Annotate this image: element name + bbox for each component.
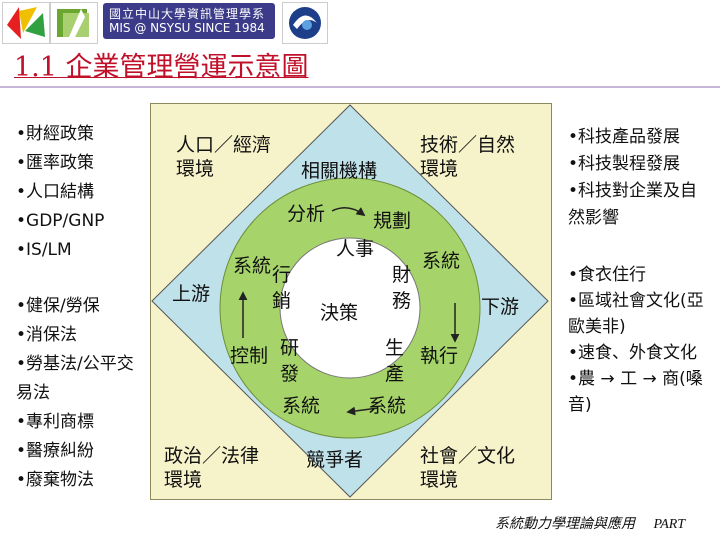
downstream-label: 下游 [481,296,520,318]
system-bottom-1-label: 系統 [282,395,321,417]
list-item: •科技製程發展 [568,154,681,174]
arrow-analysis-planning [331,207,366,217]
analysis-label: 分析 [287,203,326,225]
logo-mark-3 [282,2,328,44]
list-item: •匯率政策 [16,153,95,173]
inner-circle [279,237,421,379]
footer-title: 系統動力學理論與應用 PART [495,513,685,533]
list-item: •專利商標 [16,412,95,432]
rnd-label: 研發 [280,337,300,385]
list-item: •健保/勞保 [16,296,100,316]
competitors-label: 競爭者 [306,449,364,471]
right-list-top: •科技產品發展 •科技製程發展 •科技對企業及自然影響 [568,124,710,232]
list-item: •食衣住行 [568,265,647,285]
right-list-bottom: •食衣住行 •區域社會文化(亞歐美非) •速食、外食文化 •農 → 工 → 商(… [568,262,710,418]
list-item: •IS/LM [16,240,72,260]
list-item: •廢棄物法 [16,470,95,490]
page-title: 1.1 企業管理營運示意圖 [14,52,309,83]
logo-mark-2 [50,2,98,44]
system-top-right-label: 系統 [422,250,461,272]
list-item: •財經政策 [16,124,95,144]
list-item: •醫療糾紛 [16,441,95,461]
banner-line-1: 國立中山大學資訊管理學系 [109,7,266,21]
logo-mark-1 [2,2,50,44]
footer-part: PART [653,517,686,532]
production-label: 生產 [385,337,405,385]
list-item: •農 → 工 → 商(嗓音) [568,369,703,415]
list-item: •勞基法/公平交易法 [16,354,134,403]
marketing-label: 行銷 [272,264,292,312]
planning-label: 規劃 [373,210,412,232]
left-list-bottom: •健保/勞保 •消保法 •勞基法/公平交易法 •專利商標 •醫療糾紛 •廢棄物法 [16,292,148,495]
execute-label: 執行 [420,345,459,367]
diagram-shapes [151,104,549,498]
corner-top-right-label: 技術／自然環境 [420,134,516,180]
corner-bottom-left-label: 政治／法律環境 [164,445,260,491]
list-item: •GDP/GNP [16,211,105,231]
footer-text: 系統動力學理論與應用 [495,516,635,532]
decision-label: 決策 [320,302,359,324]
related-institutions-label: 相關機構 [301,160,378,182]
corner-top-left-label: 人口／經濟環境 [176,134,272,180]
list-item: •區域社會文化(亞歐美非) [568,291,704,337]
list-item: •科技對企業及自然影響 [568,181,698,228]
finance-label: 財務 [392,264,412,312]
list-item: •科技產品發展 [568,127,681,147]
left-list-top: •財經政策 •匯率政策 •人口結構 •GDP/GNP •IS/LM [16,120,146,265]
system-bottom-2-label: 系統 [368,395,407,417]
hr-label: 人事 [336,238,375,260]
corner-bottom-right-label: 社會／文化環境 [420,445,516,491]
title-divider [0,86,720,88]
department-banner: 國立中山大學資訊管理學系 MIS @ NSYSU SINCE 1984 [103,3,275,39]
arrow-system-bottom [346,406,379,416]
list-item: •人口結構 [16,182,95,202]
banner-line-2: MIS @ NSYSU SINCE 1984 [109,21,265,35]
list-item: •消保法 [16,325,78,345]
system-top-left-label: 系統 [233,255,272,277]
upstream-label: 上游 [172,283,211,305]
control-label: 控制 [230,345,269,367]
list-item: •速食、外食文化 [568,343,698,363]
